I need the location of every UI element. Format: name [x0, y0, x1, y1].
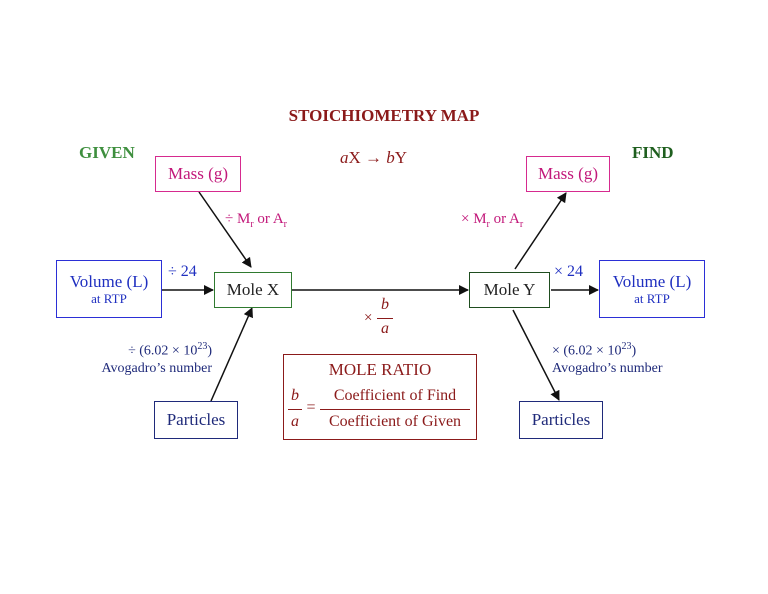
diagram-title: STOICHIOMETRY MAP [288, 106, 480, 125]
given-volume-box: Volume (L) at RTP [56, 260, 162, 318]
ratio-num: b [381, 296, 389, 313]
find-particles-box: Particles [519, 401, 603, 439]
find-particles-op: × (6.02 × 1023) Avogadro’s number [552, 338, 702, 377]
given-volume-sub: at RTP [91, 291, 127, 306]
ratio-times: × [364, 310, 373, 326]
given-mass-op: ÷ Mr or Ar [225, 211, 288, 230]
find-volume-label: Volume (L) [612, 272, 692, 291]
coef-b: b [386, 148, 395, 167]
given-particles-label: Particles [166, 410, 226, 429]
mole-ratio-rhs-num: Coefficient of Find [333, 387, 457, 404]
given-particles-op: ÷ (6.02 × 1023) Avogadro’s number [70, 338, 212, 377]
mole-ratio-box: MOLE RATIO b a = Coefficient of Find Coe… [283, 354, 477, 440]
find-volume-op: × 24 [554, 263, 584, 280]
mole-ratio-title: MOLE RATIO [328, 360, 432, 379]
species-x: X → [348, 148, 387, 167]
arrow-moley-to-mass [514, 192, 567, 270]
find-particles-label: Particles [531, 410, 591, 429]
ratio-multiplier: × b a [364, 296, 404, 342]
find-label: FIND [632, 143, 674, 162]
arrow-moley-to-particles [512, 309, 560, 401]
ratio-den: a [381, 320, 389, 337]
coef-a: a [340, 148, 349, 167]
mole-y-box: Mole Y [469, 272, 550, 308]
given-avogadro-label: Avogadro’s number [101, 360, 212, 376]
mole-ratio-rhs-den: Coefficient of Given [328, 413, 462, 430]
given-mass-label: Mass (g) [168, 164, 228, 183]
given-volume-label: Volume (L) [69, 272, 149, 291]
find-mass-op: × Mr or Ar [461, 211, 524, 230]
find-mass-box: Mass (g) [526, 156, 610, 192]
given-volume-op: ÷ 24 [168, 263, 197, 280]
reaction-equation: aX → bY [340, 148, 407, 168]
mole-ratio-lhs-den: a [291, 413, 299, 430]
mole-y-label: Mole Y [483, 280, 536, 299]
arrow-mass-to-molex [198, 191, 252, 268]
mole-ratio-equals: = [306, 399, 316, 416]
find-mass-label: Mass (g) [538, 164, 598, 183]
mole-x-label: Mole X [226, 280, 280, 299]
arrow-particles-to-molex [210, 307, 253, 402]
mole-ratio-lhs-num: b [291, 387, 299, 404]
given-mass-box: Mass (g) [155, 156, 241, 192]
given-label: GIVEN [79, 143, 135, 162]
mole-x-box: Mole X [214, 272, 292, 308]
species-y: Y [394, 148, 408, 167]
find-volume-sub: at RTP [634, 291, 670, 306]
find-volume-box: Volume (L) at RTP [599, 260, 705, 318]
find-avogadro-label: Avogadro’s number [552, 360, 663, 376]
given-particles-box: Particles [154, 401, 238, 439]
